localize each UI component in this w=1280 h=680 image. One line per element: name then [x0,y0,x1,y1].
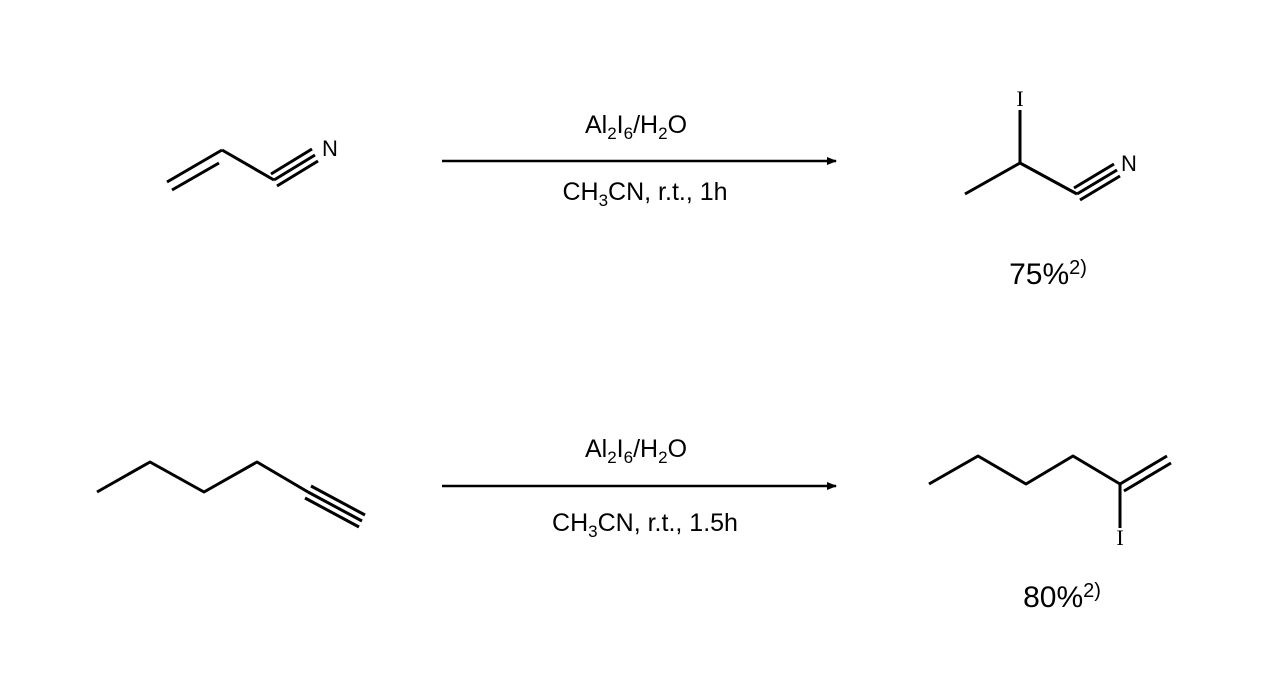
conditions-label: CH3CN, r.t., 1h [562,178,727,210]
nitrogen-label: N [322,136,338,161]
product-iodopropanenitrile: I N [964,86,1137,202]
yield-label: 75%2) [1009,257,1087,291]
iodine-label: I [1116,525,1123,550]
reaction-1: N Al2I6/H2O CH3CN, r.t., 1h I N 75%2) [166,86,1137,291]
iodine-label: I [1016,86,1023,111]
conditions-label: CH3CN, r.t., 1.5h [552,509,738,541]
reaction-2: Al2I6/H2O CH3CN, r.t., 1.5h I 80%2) [96,435,1172,614]
product-iodohexene: I [928,454,1172,550]
reagent-label: Al2I6/H2O [585,435,687,467]
nitrogen-label: N [1121,151,1137,176]
reagent-label: Al2I6/H2O [585,111,687,143]
yield-label: 80%2) [1023,580,1101,614]
reactant-hexyne [96,460,366,529]
reactant-acrylonitrile: N [166,136,338,192]
